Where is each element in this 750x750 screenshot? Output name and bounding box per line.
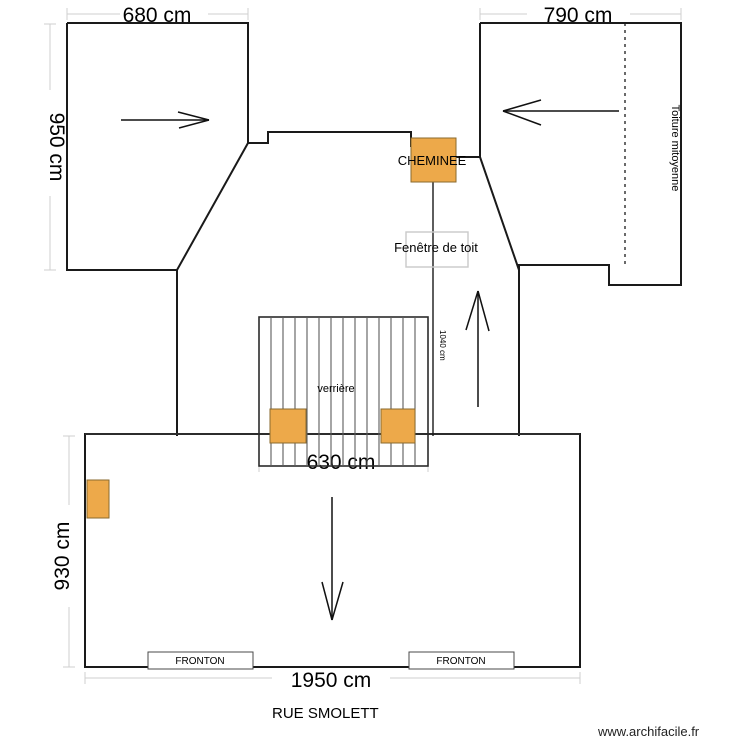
- dimension-left-upper: 950 cm: [44, 23, 68, 271]
- glass-roof-label: verrière: [317, 383, 354, 395]
- pediment-left-label: FRONTON: [175, 656, 224, 667]
- dimension-top-right: 790 cm: [479, 4, 682, 27]
- dimension-label-left-lower: 930 cm: [51, 522, 74, 591]
- dimension-label-bottom: 1950 cm: [291, 669, 372, 692]
- street-name-label: RUE SMOLETT: [272, 705, 379, 722]
- chimney-label: CHEMINEE: [398, 153, 467, 168]
- pediment-left[interactable]: FRONTON: [147, 651, 254, 670]
- arrow-left-icon: [502, 99, 619, 126]
- window-verriere-left[interactable]: [269, 408, 307, 444]
- wall-left-wing-lower: [66, 23, 249, 271]
- arrow-up-icon: [465, 290, 490, 407]
- dimension-label-left-upper: 950 cm: [45, 113, 68, 182]
- roof-window-label: Fenêtre de toit: [394, 240, 478, 255]
- pediment-right-label: FRONTON: [436, 656, 485, 667]
- dimension-label-glass-roof: 630 cm: [307, 451, 376, 474]
- window-lower-left-wall[interactable]: [86, 479, 110, 519]
- dimension-label-top-right: 790 cm: [544, 4, 613, 27]
- pediment-right[interactable]: FRONTON: [408, 651, 515, 670]
- wall-right-outer: [480, 22, 682, 286]
- dimension-left-lower: 930 cm: [51, 435, 75, 668]
- arrow-right-icon: [121, 111, 210, 129]
- roof-window-marker[interactable]: Fenêtre de toit: [394, 231, 478, 268]
- party-roof-label: Toiture mitoyenne: [669, 105, 681, 192]
- dimension-bottom: 1950 cm: [84, 669, 581, 692]
- dimension-top-left: 680 cm: [66, 4, 249, 27]
- chimney-block[interactable]: CHEMINEE: [398, 137, 467, 183]
- dimension-label-vertical-center: 1040 cm: [438, 330, 447, 361]
- wall-right-wing: [479, 156, 520, 436]
- wall-left-wing: [67, 22, 481, 158]
- window-verriere-right[interactable]: [380, 408, 416, 444]
- glass-roof-verriere[interactable]: verrière: [258, 316, 429, 467]
- dimension-vertical-center: 1040 cm: [432, 140, 447, 436]
- watermark-label: www.archifacile.fr: [597, 724, 700, 739]
- dimension-label-top-left: 680 cm: [123, 4, 192, 27]
- arrow-down-icon: [321, 497, 344, 621]
